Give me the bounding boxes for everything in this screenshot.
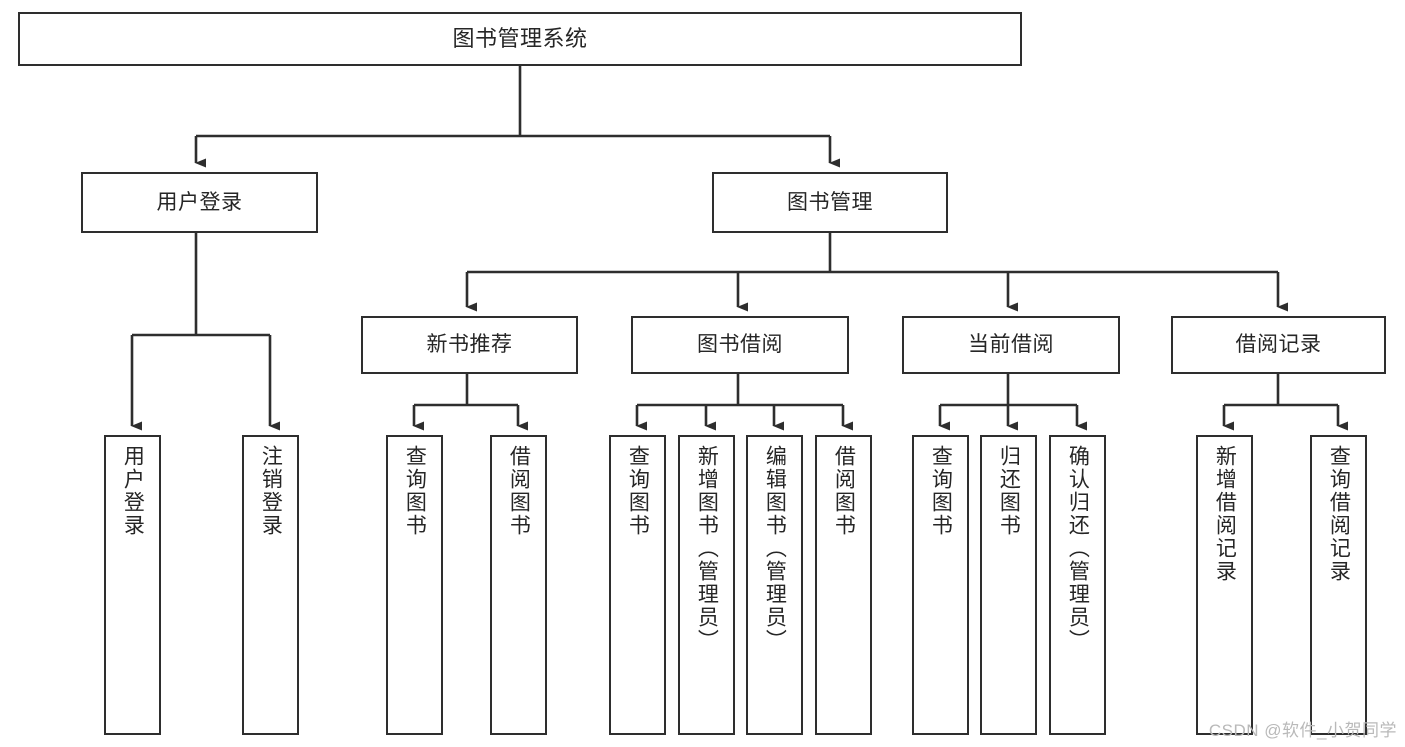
node-label: 借阅图书 (507, 445, 531, 537)
node-leaf-return-books[interactable]: 归还图书 (980, 435, 1037, 735)
node-label: 查询图书 (626, 445, 650, 537)
node-leaf-query-books-current[interactable]: 查询图书 (912, 435, 969, 735)
node-current-borrowing[interactable]: 当前借阅 (902, 316, 1120, 374)
node-label: 图书管理系统 (452, 25, 588, 51)
node-label: 查询借阅记录 (1327, 445, 1351, 583)
node-label: 图书管理 (787, 190, 873, 214)
node-leaf-query-borrow-record[interactable]: 查询借阅记录 (1310, 435, 1367, 735)
node-leaf-user-login[interactable]: 用户登录 (104, 435, 161, 735)
node-leaf-add-borrow-record[interactable]: 新增借阅记录 (1196, 435, 1253, 735)
node-label: 查询图书 (403, 445, 427, 537)
node-book-borrowing[interactable]: 图书借阅 (631, 316, 849, 374)
node-leaf-borrow-books[interactable]: 借阅图书 (815, 435, 872, 735)
node-leaf-confirm-return-admin[interactable]: 确认归还（管理员） (1049, 435, 1106, 735)
node-leaf-edit-book-admin[interactable]: 编辑图书（管理员） (746, 435, 803, 735)
node-label: 确认归还（管理员） (1066, 445, 1090, 652)
node-label: 归还图书 (997, 445, 1021, 537)
node-label: 新书推荐 (426, 333, 513, 357)
node-borrow-records[interactable]: 借阅记录 (1171, 316, 1386, 374)
csdn-watermark: CSDN @软件_小贺同学 (1208, 721, 1397, 740)
node-leaf-query-books-borrow[interactable]: 查询图书 (609, 435, 666, 735)
node-leaf-add-book-admin[interactable]: 新增图书（管理员） (678, 435, 735, 735)
node-book-management[interactable]: 图书管理 (712, 172, 948, 233)
node-label: 用户登录 (121, 445, 145, 537)
node-label: 借阅图书 (832, 445, 856, 537)
node-label: 注销登录 (259, 445, 283, 537)
node-label: 当前借阅 (968, 333, 1054, 357)
node-user-login[interactable]: 用户登录 (81, 172, 318, 233)
node-label: 查询图书 (929, 445, 953, 537)
node-label: 用户登录 (156, 190, 243, 214)
node-label: 借阅记录 (1235, 333, 1322, 357)
node-leaf-borrow-books-new[interactable]: 借阅图书 (490, 435, 547, 735)
node-label: 新增借阅记录 (1213, 445, 1237, 583)
node-new-book-recommendation[interactable]: 新书推荐 (361, 316, 578, 374)
node-root-system[interactable]: 图书管理系统 (18, 12, 1022, 66)
node-leaf-logout[interactable]: 注销登录 (242, 435, 299, 735)
node-label: 图书借阅 (697, 333, 783, 357)
node-label: 编辑图书（管理员） (763, 445, 787, 652)
node-leaf-query-books-new[interactable]: 查询图书 (386, 435, 443, 735)
node-label: 新增图书（管理员） (695, 445, 719, 652)
